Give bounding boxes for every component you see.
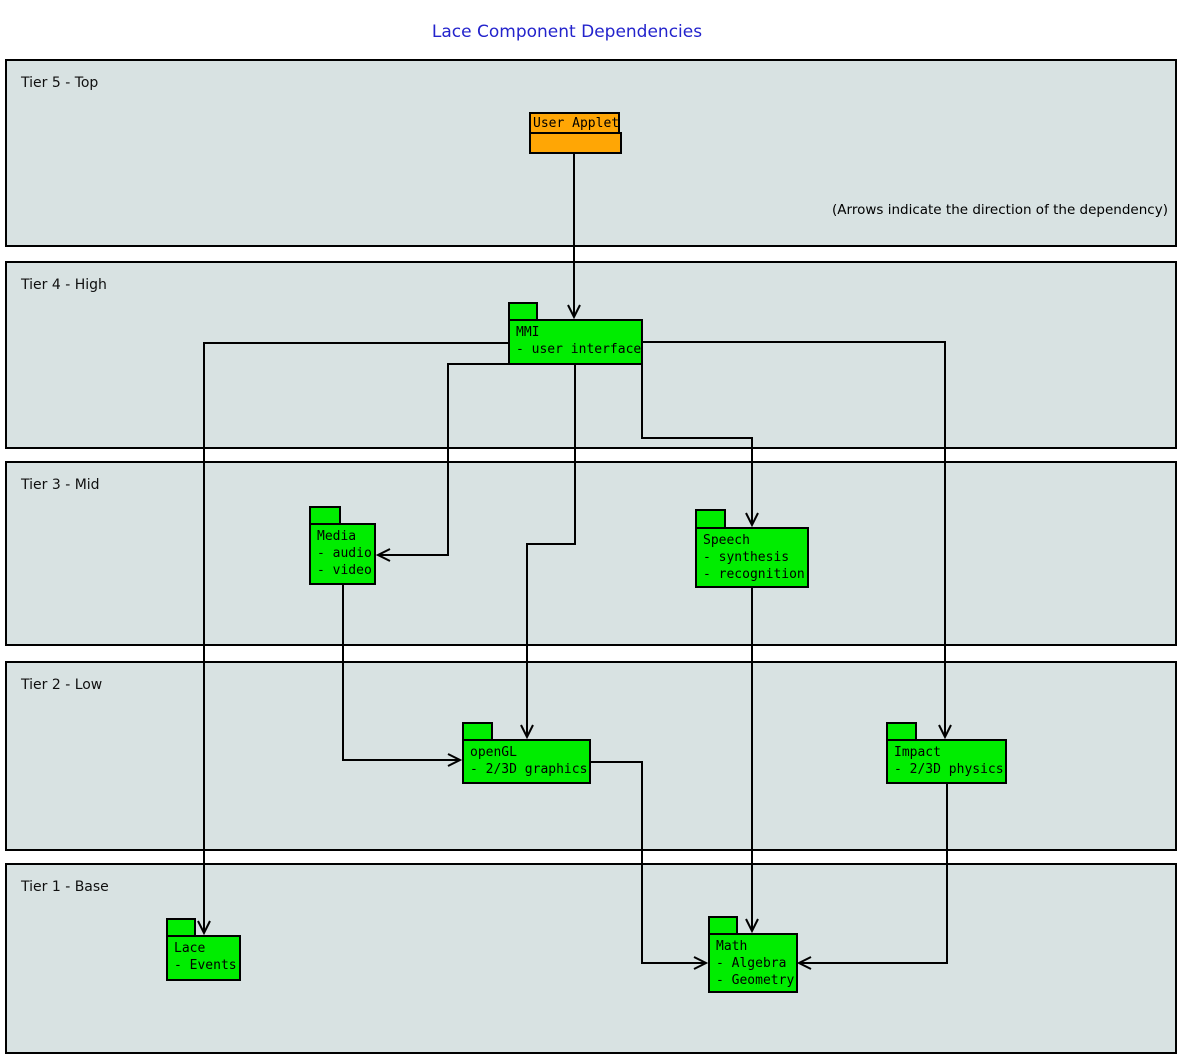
tier-band-3: Tier 3 - Mid <box>5 461 1177 646</box>
diagram-title: Lace Component Dependencies <box>431 22 703 42</box>
edge-opengl-to-math <box>590 761 706 963</box>
edge-impact-to-math <box>799 783 948 963</box>
package-speech-body: Speech - synthesis - recognition <box>695 527 809 588</box>
package-math-item: - Algebra <box>716 956 787 971</box>
package-user-applet-tab: User Applet <box>529 112 620 134</box>
edge-media-to-opengl <box>342 585 460 760</box>
tier-label-3: Tier 3 - Mid <box>21 477 100 493</box>
package-media-name: Media <box>317 529 357 544</box>
package-lace-name: Lace <box>174 941 206 956</box>
tier-label-4: Tier 4 - High <box>21 277 107 293</box>
tier-label-2: Tier 2 - Low <box>21 677 103 693</box>
package-math-item: - Geometry <box>716 973 795 988</box>
edge-mmi-to-media <box>378 363 508 555</box>
package-user-applet-body <box>529 132 622 154</box>
package-impact-name: Impact <box>894 745 941 760</box>
tier-band-2: Tier 2 - Low <box>5 661 1177 851</box>
edge-mmi-to-impact <box>643 341 945 737</box>
package-impact-item: - 2/3D physics <box>894 762 1004 777</box>
package-opengl-body: openGL - 2/3D graphics <box>462 739 591 784</box>
package-media-body: Media - audio - video <box>309 523 376 585</box>
package-media-item: - video <box>317 563 372 578</box>
package-speech-tab <box>695 509 726 529</box>
edge-mmi-to-opengl <box>527 365 576 737</box>
package-mmi-body: MMI - user interface <box>508 319 643 365</box>
package-math-body: Math - Algebra - Geometry <box>708 933 798 993</box>
tier-label-1: Tier 1 - Base <box>21 879 109 895</box>
package-mmi-name: MMI <box>516 325 540 340</box>
tier-label-5: Tier 5 - Top <box>21 75 99 91</box>
package-opengl-name: openGL <box>470 745 517 760</box>
package-lace-item: - Events <box>174 958 237 973</box>
package-speech-name: Speech <box>703 533 750 548</box>
package-mmi-item: - user interface <box>516 342 642 357</box>
edge-mmi-to-lace <box>204 342 508 933</box>
arrow-direction-note: (Arrows indicate the direction of the de… <box>832 202 1168 218</box>
edge-mmi-to-speech <box>641 365 752 525</box>
package-speech-item: - synthesis <box>703 550 790 565</box>
package-speech-item: - recognition <box>703 567 805 582</box>
package-media-item: - audio <box>317 546 372 561</box>
package-opengl-item: - 2/3D graphics <box>470 762 588 777</box>
package-math-name: Math <box>716 939 748 954</box>
package-impact-body: Impact - 2/3D physics <box>886 739 1007 784</box>
package-lace-body: Lace - Events <box>166 935 241 981</box>
